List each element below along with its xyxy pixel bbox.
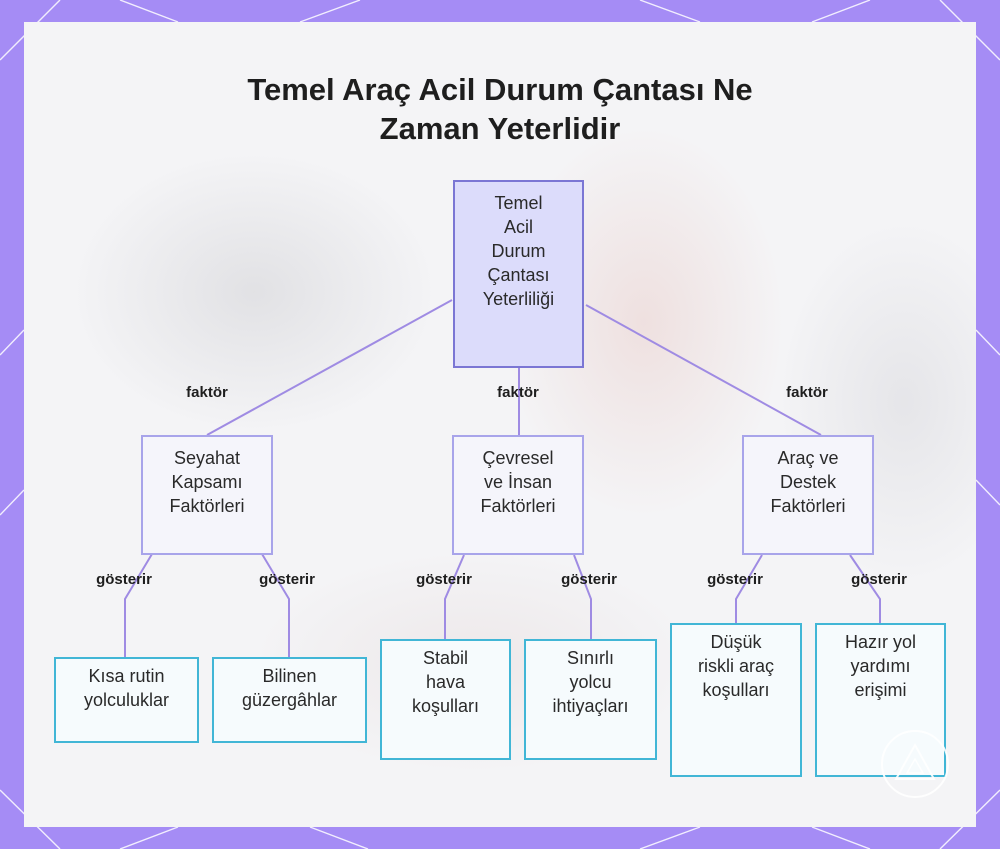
edge-category-1-to-leaf-1 — [124, 553, 153, 657]
edge-category-2-to-leaf-2 — [573, 554, 592, 639]
leaf-2-line-2: güzergâhlar — [241, 690, 338, 710]
category-2-line-1: Çevresel — [482, 448, 554, 468]
edge-label-gosterir-2: gösterir — [259, 571, 315, 588]
leaf-1-line-1: Kısa rutin — [88, 666, 165, 686]
root-line-5: Yeterliliği — [482, 289, 555, 309]
leaf-node-limited-passenger-needs: Sınırlı yolcu ihtiyaçları — [524, 639, 657, 760]
leaf-5-line-2: riskli araç — [697, 656, 774, 676]
edge-label-gosterir-6: gösterir — [851, 571, 907, 588]
root-line-1: Temel — [494, 193, 543, 213]
category-3-line-3: Faktörleri — [770, 496, 846, 516]
category-3-line-2: Destek — [779, 472, 836, 492]
root-node: Temel Acil Durum Çantası Yeterliliği — [453, 180, 584, 368]
edge-label-gosterir-3: gösterir — [416, 571, 472, 588]
diagram-title: Temel Araç Acil Durum Çantası Ne Zaman Y… — [24, 70, 976, 148]
category-1-line-3: Faktörleri — [169, 496, 245, 516]
leaf-4-line-2: yolcu — [569, 672, 612, 692]
edge-category-3-to-leaf-2 — [849, 554, 881, 623]
leaf-6-line-1: Hazır yol — [844, 632, 916, 652]
edge-label-gosterir-4: gösterir — [561, 571, 617, 588]
leaf-5-line-1: Düşük — [710, 632, 762, 652]
category-2-line-3: Faktörleri — [480, 496, 556, 516]
edge-root-to-category-3 — [585, 304, 822, 436]
category-1-line-1: Seyahat — [173, 448, 241, 468]
category-node-vehicle-support: Araç ve Destek Faktörleri — [742, 435, 874, 555]
category-2-line-2: ve İnsan — [483, 472, 553, 492]
leaf-5-line-3: koşulları — [702, 680, 770, 700]
title-line-1: Temel Araç Acil Durum Çantası Ne — [247, 72, 753, 107]
category-3-line-1: Araç ve — [777, 448, 839, 468]
leaf-node-roadside-assistance: Hazır yol yardımı erişimi — [815, 623, 946, 777]
leaf-3-line-1: Stabil — [422, 648, 469, 668]
edge-root-to-category-1 — [206, 299, 453, 436]
diagram-panel: Temel Araç Acil Durum Çantası Ne Zaman Y… — [24, 22, 976, 827]
category-node-environmental-human: Çevresel ve İnsan Faktörleri — [452, 435, 584, 555]
warning-triangle-icon — [881, 730, 949, 798]
root-line-3: Durum — [491, 241, 546, 261]
edge-category-2-to-leaf-1 — [444, 554, 465, 639]
leaf-6-line-3: erişimi — [854, 680, 907, 700]
edge-category-3-to-leaf-1 — [735, 554, 763, 623]
connector-lines — [124, 299, 881, 657]
leaf-4-line-1: Sınırlı — [566, 648, 614, 668]
leaf-2-line-1: Bilinen — [262, 666, 317, 686]
edge-label-faktor-3: faktör — [786, 384, 828, 401]
edge-label-faktor-2: faktör — [497, 384, 539, 401]
leaf-node-low-risk-vehicle: Düşük riskli araç koşulları — [670, 623, 802, 777]
edge-label-faktor-1: faktör — [186, 384, 228, 401]
leaf-3-line-3: koşulları — [411, 696, 480, 716]
leaf-4-line-3: ihtiyaçları — [552, 696, 629, 716]
title-line-2: Zaman Yeterlidir — [379, 111, 621, 146]
leaf-6-line-2: yardımı — [850, 656, 911, 676]
category-1-line-2: Kapsamı — [171, 472, 243, 492]
root-line-4: Çantası — [487, 265, 550, 285]
root-line-2: Acil — [503, 217, 533, 237]
leaf-node-known-routes: Bilinen güzergâhlar — [212, 657, 367, 743]
leaf-node-stable-weather: Stabil hava koşulları — [380, 639, 511, 760]
category-node-travel-scope: Seyahat Kapsamı Faktörleri — [141, 435, 273, 555]
edge-label-gosterir-5: gösterir — [707, 571, 763, 588]
edge-category-1-to-leaf-2 — [261, 553, 290, 657]
leaf-node-short-routine-trips: Kısa rutin yolculuklar — [54, 657, 199, 743]
edge-label-gosterir-1: gösterir — [96, 571, 152, 588]
leaf-3-line-2: hava — [425, 672, 466, 692]
leaf-1-line-2: yolculuklar — [83, 690, 170, 710]
